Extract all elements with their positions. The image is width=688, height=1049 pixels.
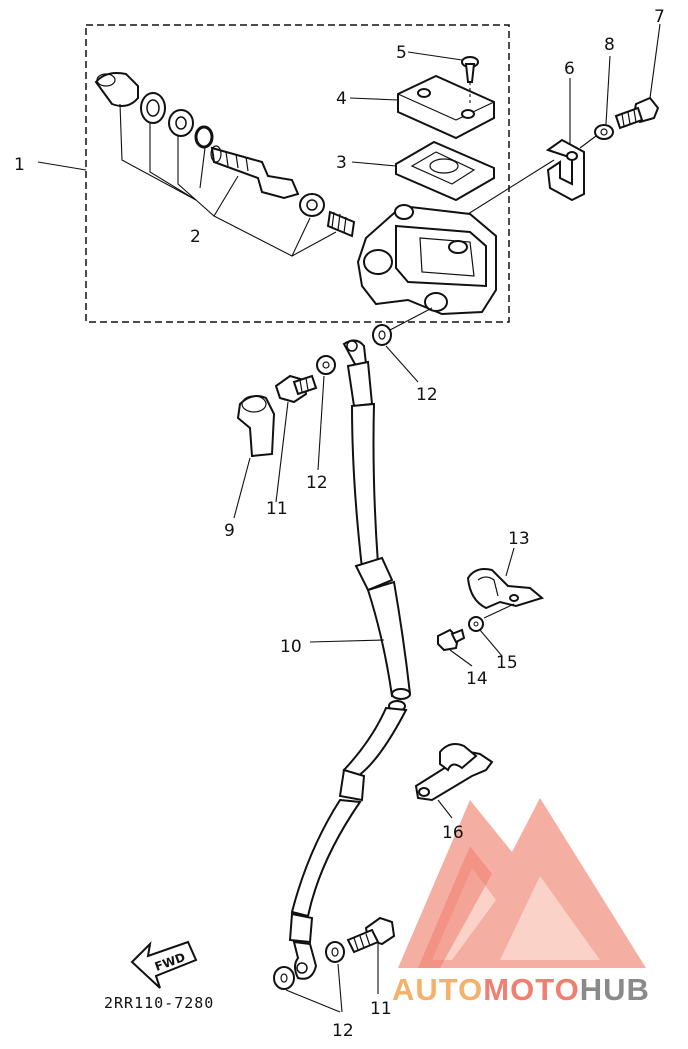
callout-8: 8 xyxy=(604,35,615,55)
callout-11-upper: 11 xyxy=(266,499,288,519)
guide-bolt xyxy=(437,628,466,652)
mounting-bracket xyxy=(545,138,585,202)
piston-rod xyxy=(210,145,300,200)
piston-cup xyxy=(94,72,139,107)
assembly-outline xyxy=(85,24,510,323)
callout-6: 6 xyxy=(564,59,575,79)
copper-washer-lower-left xyxy=(273,966,295,990)
callout-12-right: 12 xyxy=(416,385,438,405)
callout-1: 1 xyxy=(14,155,25,175)
washer-seal xyxy=(168,109,194,137)
callout-3: 3 xyxy=(336,153,347,173)
reservoir-cap xyxy=(397,74,495,140)
watermark-logo xyxy=(398,798,646,968)
copper-washer-top xyxy=(372,324,392,346)
bracket-washer xyxy=(594,124,614,140)
callout-5: 5 xyxy=(396,43,407,63)
callout-9: 9 xyxy=(224,521,235,541)
copper-washer-left xyxy=(316,355,336,375)
callout-4: 4 xyxy=(336,89,347,109)
callout-15: 15 xyxy=(496,653,518,673)
watermark-text-hub: HUB xyxy=(580,972,650,1007)
o-ring xyxy=(194,125,214,149)
cap-screw xyxy=(461,56,479,83)
callout-10: 10 xyxy=(280,637,302,657)
brake-hose xyxy=(288,339,412,980)
rubber-boot xyxy=(236,395,276,458)
fwd-arrow: FWD xyxy=(130,940,198,989)
callout-12-lower: 12 xyxy=(332,1021,354,1041)
diaphragm xyxy=(395,140,495,202)
callout-11-lower: 11 xyxy=(370,999,392,1019)
circlip xyxy=(140,92,166,124)
union-bolt-lower xyxy=(346,916,396,954)
callout-2: 2 xyxy=(190,227,201,247)
callout-12-left: 12 xyxy=(306,473,328,493)
watermark-text-auto: AUTO xyxy=(392,972,483,1007)
bracket-bolt xyxy=(614,96,660,130)
callout-7: 7 xyxy=(654,7,665,27)
return-spring xyxy=(326,210,356,238)
guide-washer xyxy=(468,616,484,632)
callout-16: 16 xyxy=(442,823,464,843)
union-bolt-upper xyxy=(274,374,318,404)
callout-14: 14 xyxy=(466,669,488,689)
diagram-code: 2RR110-7280 xyxy=(104,994,214,1012)
hose-clamp xyxy=(414,743,494,802)
master-cylinder-body xyxy=(356,204,497,316)
watermark-text-moto: MOTO xyxy=(483,972,579,1007)
callout-13: 13 xyxy=(508,529,530,549)
spring-seat xyxy=(299,193,325,217)
hose-guide xyxy=(466,568,545,610)
watermark-text: AUTOMOTOHUB xyxy=(392,972,650,1007)
copper-washer-lower-right xyxy=(325,941,345,963)
